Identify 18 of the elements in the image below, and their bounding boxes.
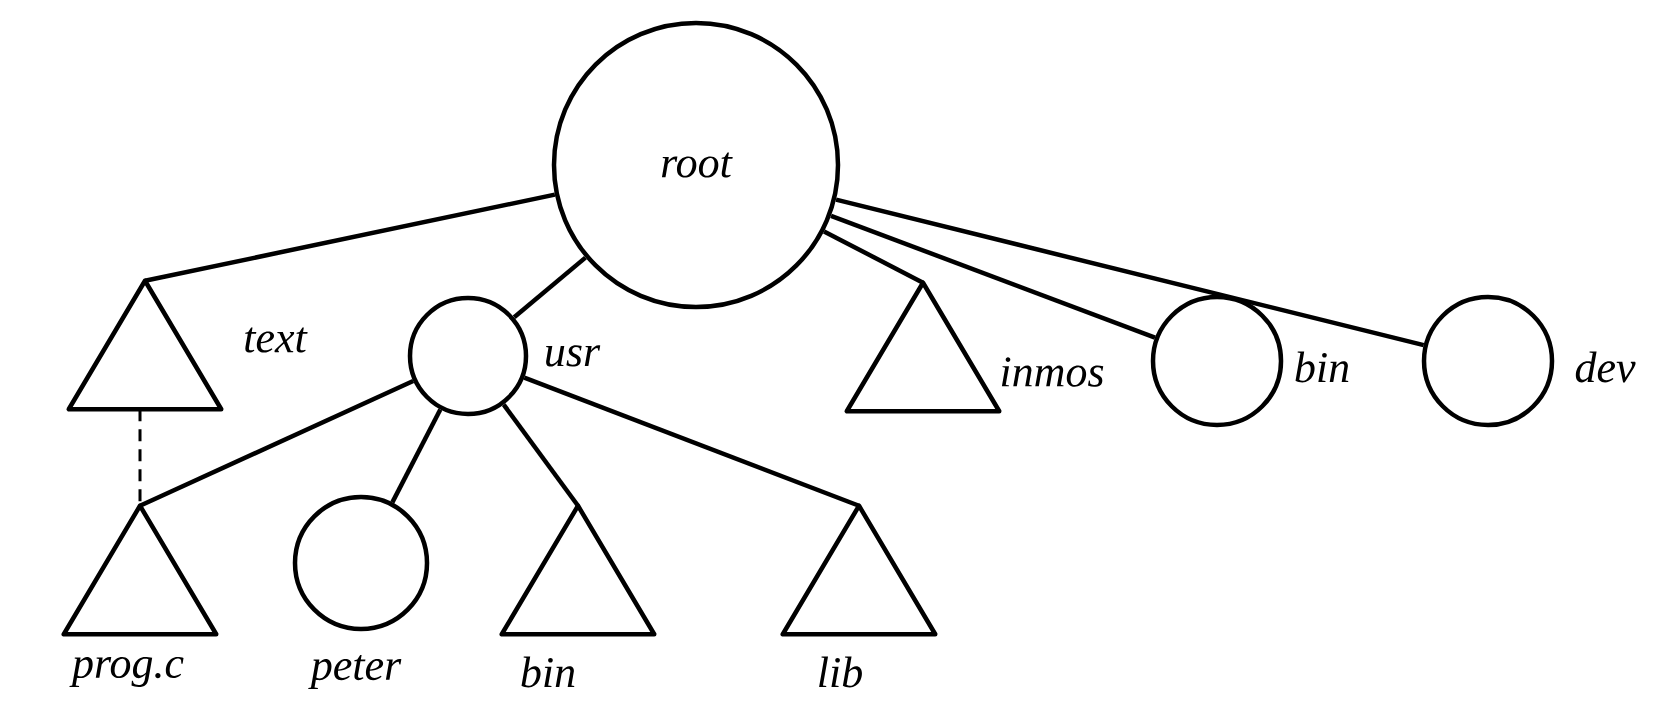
- node-label: lib: [819, 656, 862, 688]
- node-label: peter: [308, 654, 402, 690]
- tree-line: [139, 378, 415, 508]
- node-label: prog.c: [69, 656, 184, 688]
- tree-line: [144, 192, 556, 283]
- tree-line: [823, 229, 925, 285]
- node-label: inmos: [1001, 357, 1104, 387]
- node-label: dev: [1575, 351, 1636, 383]
- node-label: text: [245, 327, 308, 353]
- tree-line: [512, 255, 587, 320]
- tree-line: [501, 403, 580, 508]
- node-label: bin: [521, 656, 575, 688]
- node-label: usr: [546, 345, 601, 367]
- tree-line: [835, 197, 1425, 348]
- tree-line: [523, 375, 860, 508]
- tree-line: [390, 408, 443, 504]
- tree-line: [830, 213, 1156, 340]
- node-label: bin: [1295, 351, 1349, 383]
